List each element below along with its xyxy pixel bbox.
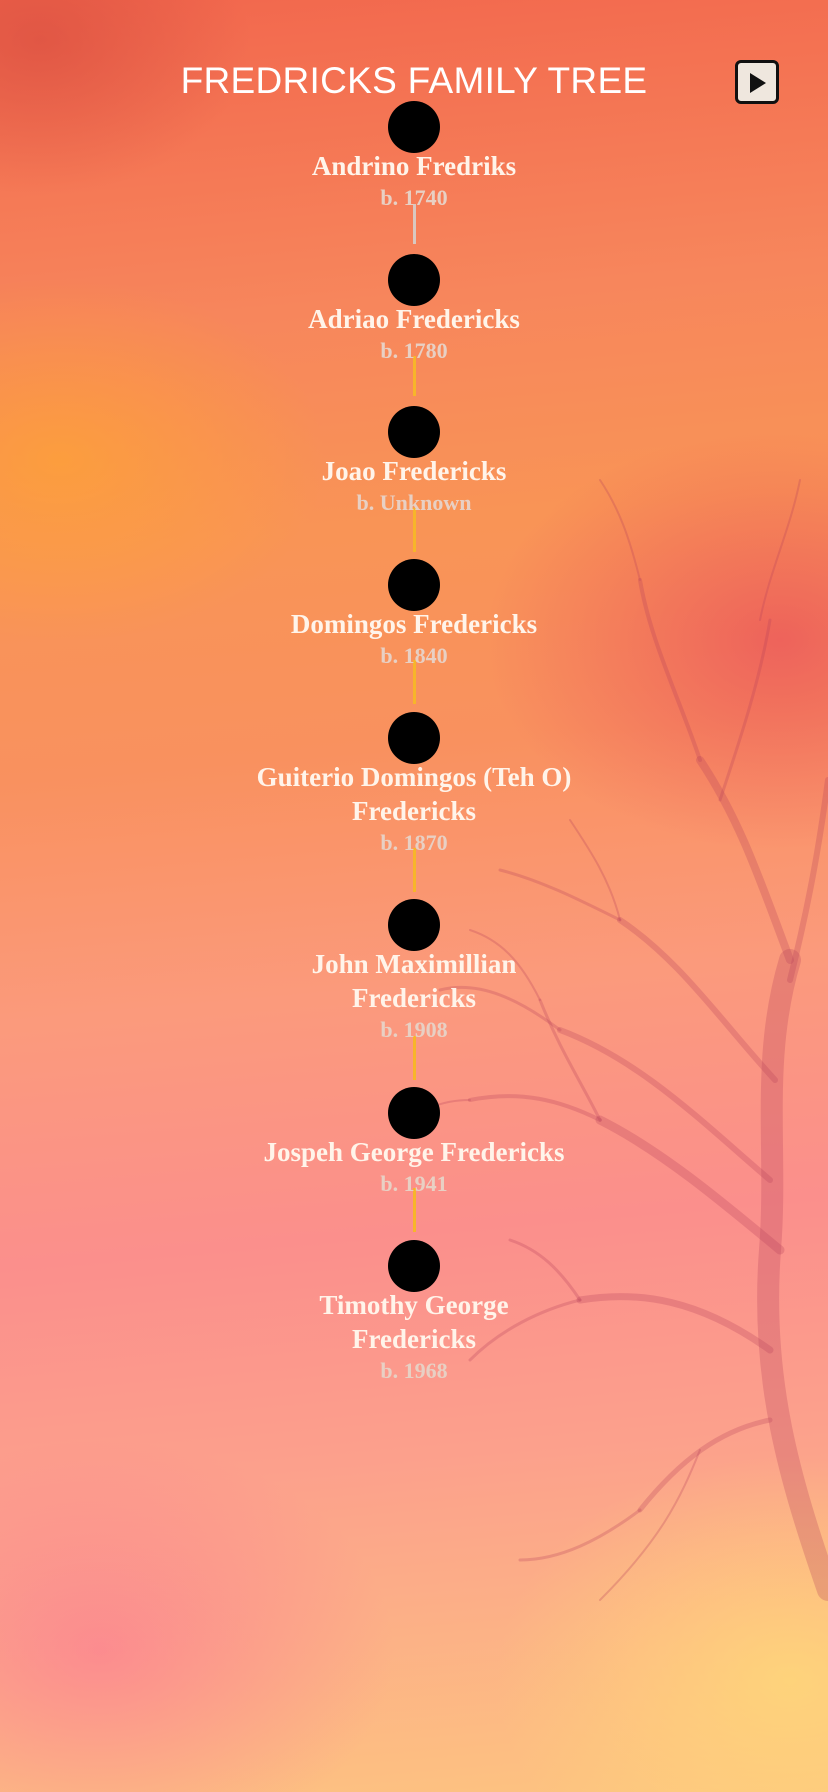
person-birth-year: b. 1840 [380,643,448,668]
person-node-dot[interactable] [388,406,440,458]
page-title: FREDRICKS FAMILY TREE [180,60,648,101]
play-icon [750,73,766,93]
play-button[interactable] [735,60,779,104]
person-name: Joao Fredericks [321,456,507,486]
person-node-dot[interactable] [388,1087,440,1139]
person-birth-year: b. 1908 [380,1017,448,1042]
header: FREDRICKS FAMILY TREE [0,56,828,106]
timeline-connector [413,508,416,552]
timeline-connector [413,660,416,704]
timeline-connector [413,1188,416,1232]
person-node-dot[interactable] [388,712,440,764]
person-birth-year: b. 1780 [380,338,448,363]
person-birth-year: b. 1870 [380,830,448,855]
timeline-connector [413,1036,416,1080]
person-name: John Maximillian Fredericks [311,949,517,1013]
person-name: Jospeh George Fredericks [263,1137,565,1167]
person-birth-year: b. Unknown [356,490,472,515]
person-node-dot[interactable] [388,1240,440,1292]
person-name: Adriao Fredericks [308,304,520,334]
person-node-dot[interactable] [388,101,440,153]
person-name: Guiterio Domingos (Teh O) Fredericks [256,762,572,826]
timeline-connector [413,848,416,892]
person-node-dot[interactable] [388,899,440,951]
person-name: Timothy George Fredericks [319,1290,509,1354]
person-node-dot[interactable] [388,559,440,611]
timeline-connector [413,204,416,244]
person-name: Domingos Fredericks [290,609,538,639]
person-birth-year: b. 1740 [380,185,448,210]
person-node-dot[interactable] [388,254,440,306]
timeline-connector [413,356,416,396]
person-name: Andrino Fredriks [311,151,517,181]
person-birth-year: b. 1968 [380,1358,448,1383]
person-birth-year: b. 1941 [380,1171,448,1196]
